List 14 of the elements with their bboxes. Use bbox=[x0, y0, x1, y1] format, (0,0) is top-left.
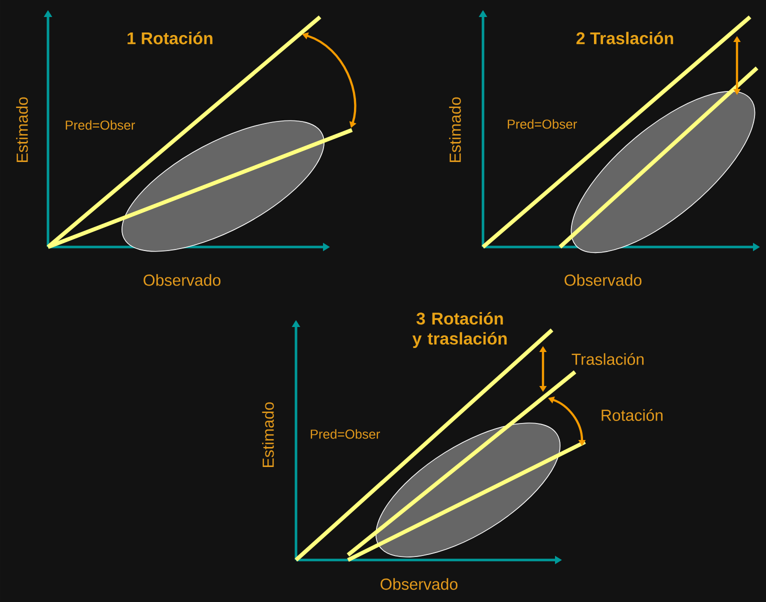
axis-label: Observado bbox=[564, 274, 642, 286]
axis-label: Estimado bbox=[449, 97, 461, 162]
line-label: Pred=Obser bbox=[66, 120, 135, 130]
axis-label: Estimado bbox=[16, 97, 28, 162]
panel-title: 2 Traslación bbox=[576, 32, 674, 44]
arrow-label: Rotación bbox=[602, 409, 663, 421]
axis-label: Observado bbox=[380, 578, 458, 590]
line-label: Pred=Obser bbox=[508, 119, 577, 129]
panel-title: 1 Rotación bbox=[128, 32, 212, 44]
axis-label: Estimado bbox=[262, 402, 274, 468]
arrow-label: Traslación bbox=[572, 353, 644, 365]
panel-title: 3 Rotación y traslación bbox=[412, 312, 507, 348]
axis-label: Observado bbox=[144, 274, 220, 286]
line-label: Pred=Obser bbox=[310, 429, 380, 439]
